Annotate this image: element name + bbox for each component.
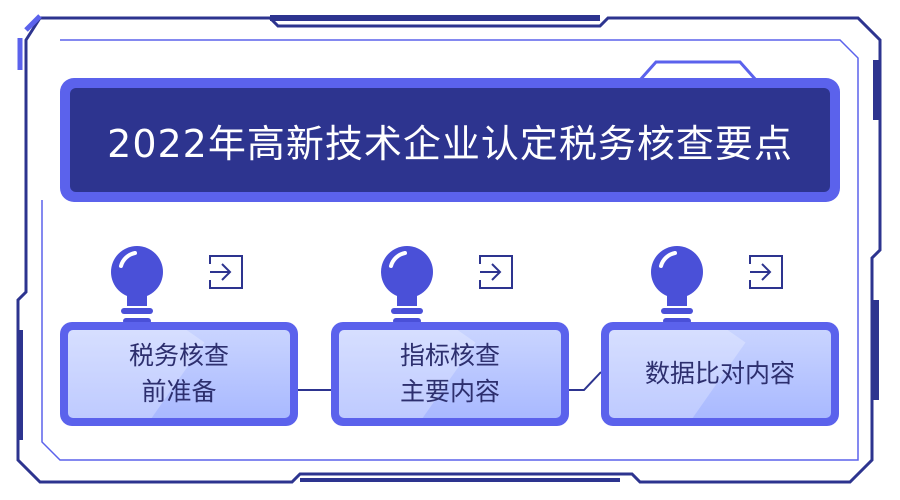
step-label-line1: 指标核查	[399, 341, 500, 370]
step-label-line1: 数据比对内容	[644, 359, 795, 388]
frame-accent-left-top	[17, 14, 42, 70]
enter-arrow-icon	[749, 255, 783, 289]
title-banner-inner: 2022年高新技术企业认定税务核查要点	[70, 88, 830, 192]
lightbulb-icon	[381, 246, 433, 324]
connector-2	[569, 371, 602, 391]
step-box-2: 指标核查 主要内容	[331, 322, 569, 426]
step-box-inner: 指标核查 主要内容	[339, 330, 561, 418]
step-label-line1: 税务核查	[128, 341, 229, 370]
step-label-line2: 主要内容	[399, 377, 500, 406]
inner-line	[41, 39, 859, 461]
banner-tab	[638, 60, 758, 81]
enter-arrow-icon	[479, 255, 513, 289]
step-label-line2: 前准备	[141, 377, 217, 406]
page-title: 2022年高新技术企业认定税务核查要点	[107, 121, 793, 166]
step-box-inner: 税务核查 前准备	[68, 330, 290, 418]
lightbulb-icon	[651, 246, 703, 324]
lightbulb-icon	[111, 246, 163, 324]
step-box-1: 税务核查 前准备	[60, 322, 298, 426]
enter-arrow-icon	[209, 255, 243, 289]
title-banner: 2022年高新技术企业认定税务核查要点	[60, 78, 840, 202]
step-box-3: 数据比对内容	[601, 322, 839, 426]
step-box-inner: 数据比对内容	[609, 330, 831, 418]
